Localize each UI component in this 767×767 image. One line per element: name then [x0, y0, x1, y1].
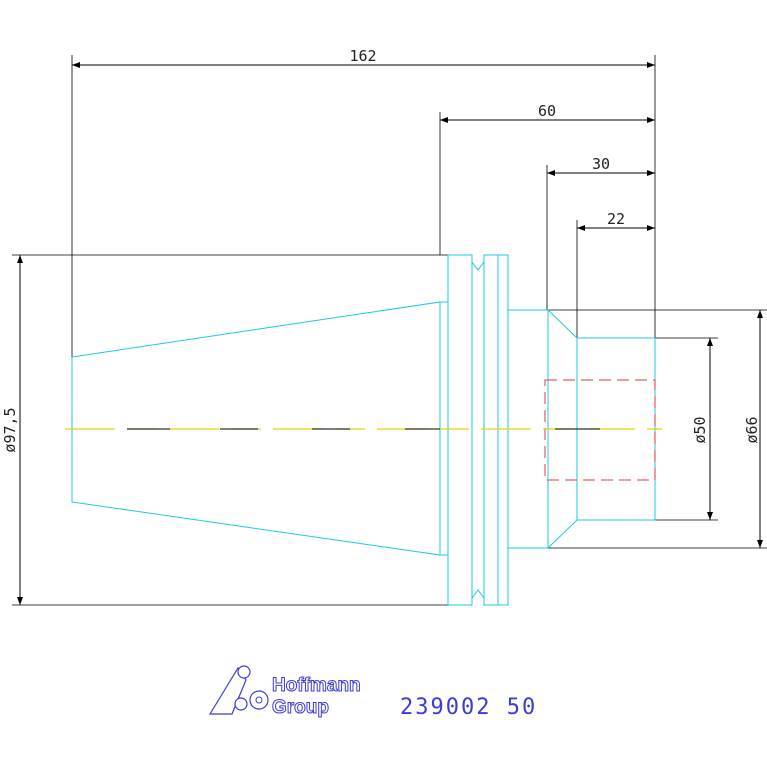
- dimension-label-162: 162: [349, 47, 376, 65]
- dimension-diameter-97-5: ø97,5: [1, 254, 448, 606]
- dimension-label-d50: ø50: [691, 416, 709, 443]
- hoffmann-group-logo: Hoffmann Group: [208, 665, 361, 719]
- dimension-diameter-50: ø50: [655, 337, 718, 521]
- dimension-length-30: 30: [546, 155, 655, 310]
- dimension-label-60: 60: [538, 102, 556, 120]
- logo-text-hoffmann: Hoffmann: [272, 675, 361, 696]
- hidden-bore: [544, 379, 656, 481]
- tool-holder-outline: [71, 254, 656, 606]
- hoffmann-logo-icon: [208, 665, 269, 715]
- logo-text-group: Group: [272, 697, 329, 718]
- dimension-label-d66: ø66: [743, 416, 761, 443]
- part-number: 239002 50: [400, 695, 537, 720]
- dimension-length-22: 22: [576, 210, 655, 338]
- dimension-overall-length: 162: [71, 47, 656, 425]
- dimension-label-22: 22: [607, 210, 625, 228]
- dimension-diameter-66: ø66: [548, 309, 767, 549]
- dimension-length-60: 60: [439, 102, 655, 255]
- dimension-label-d97-5: ø97,5: [1, 407, 19, 452]
- dimension-label-30: 30: [592, 155, 610, 173]
